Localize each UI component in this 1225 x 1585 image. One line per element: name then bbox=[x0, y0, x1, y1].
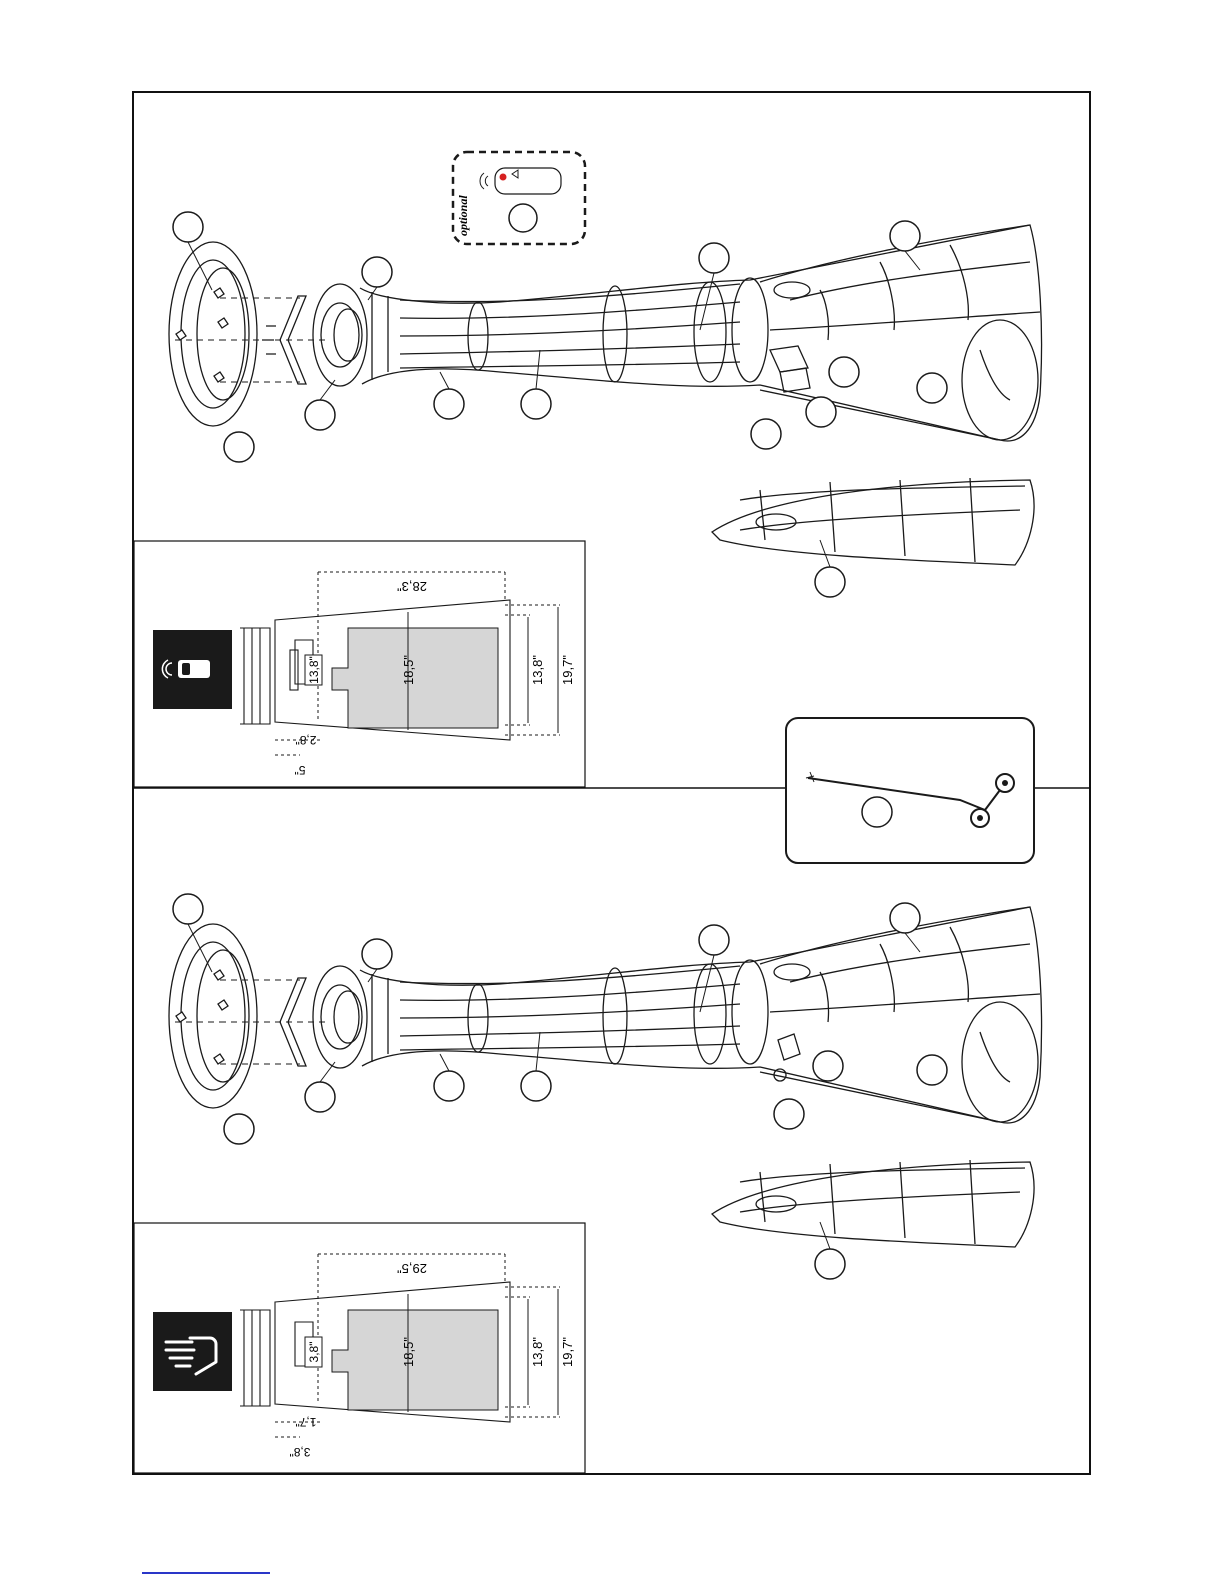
handle-rod-inset bbox=[786, 718, 1034, 863]
footer-link-underline[interactable] bbox=[142, 1572, 270, 1574]
remote-dim-height: 18,5" bbox=[401, 655, 416, 685]
manual-dim-total-length: 29,5" bbox=[397, 1261, 427, 1276]
remote-dimension-panel bbox=[134, 541, 585, 787]
optional-remote-box bbox=[453, 152, 585, 244]
remote-dim-offset-b: 5" bbox=[295, 763, 306, 777]
remote-dim-offset-a: 2,8" bbox=[296, 733, 317, 747]
optional-label: optional bbox=[456, 195, 470, 236]
remote-dim-outer-width: 19,7" bbox=[560, 655, 575, 685]
remote-dim-connector-width: 13,8" bbox=[307, 656, 321, 684]
top-shield-part bbox=[712, 478, 1034, 565]
manual-dim-height: 18,5" bbox=[401, 1337, 416, 1367]
bottom-shield-part bbox=[712, 1160, 1034, 1247]
manual-dimension-panel bbox=[134, 1223, 585, 1473]
manual-dim-inner-width: 13,8" bbox=[530, 1337, 545, 1367]
remote-dim-total-length: 28,3" bbox=[397, 579, 427, 594]
top-callouts bbox=[173, 212, 947, 597]
manual-dim-offset-b: 3,8" bbox=[290, 1445, 311, 1459]
manual-dim-connector-width: 3,8" bbox=[307, 1342, 321, 1363]
manual-dim-outer-width: 19,7" bbox=[560, 1337, 575, 1367]
manual-dim-offset-a: 1,7" bbox=[296, 1415, 317, 1429]
remote-dim-inner-width: 13,8" bbox=[530, 655, 545, 685]
